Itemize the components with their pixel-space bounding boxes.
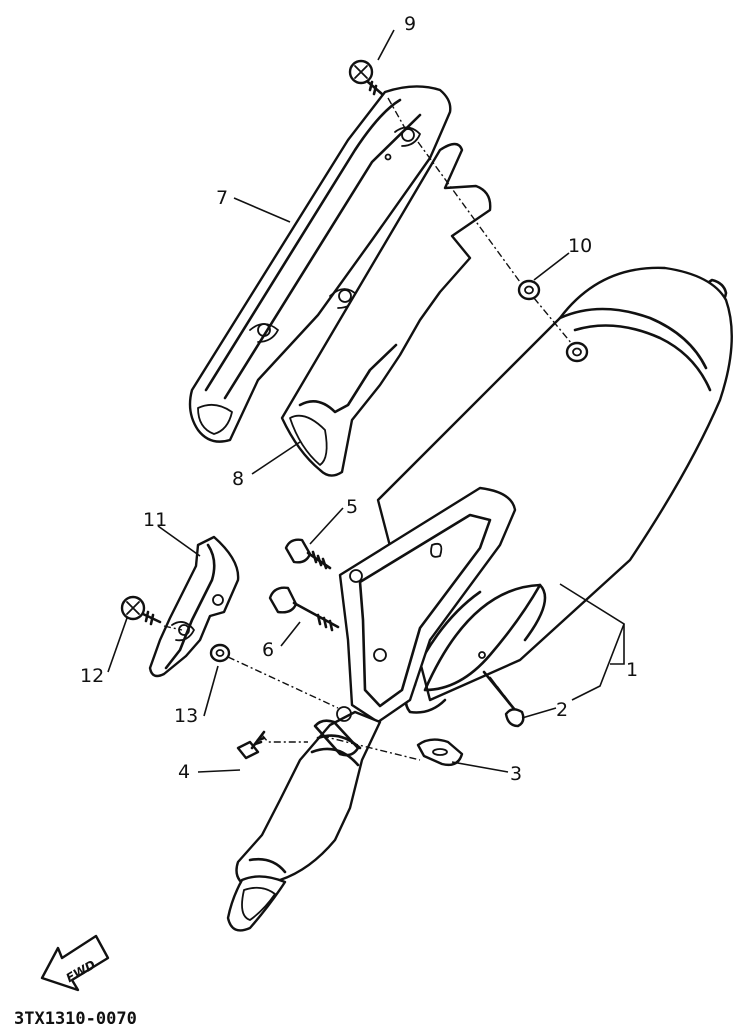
drawing-code: 3TX1310-0070 (14, 1009, 137, 1029)
callout-1: 1 (626, 659, 638, 681)
callout-10: 10 (568, 235, 592, 257)
screw-part-9 (348, 59, 384, 96)
callout-7: 7 (216, 187, 228, 209)
bolt-part-4 (236, 730, 266, 760)
bolt-part-6 (268, 586, 340, 632)
callout-13: 13 (174, 705, 198, 727)
callout-labels: 9 7 10 8 11 5 6 12 1 13 2 4 3 (80, 13, 638, 785)
callout-9: 9 (404, 13, 416, 35)
callout-2: 2 (556, 699, 568, 721)
screw-part-2 (482, 670, 525, 728)
screw-part-12 (120, 595, 162, 626)
bracket-part-11 (148, 535, 240, 678)
assembly-lines (163, 97, 573, 761)
callout-4: 4 (178, 761, 190, 783)
leader-lines (107, 29, 625, 773)
gasket-part-3 (416, 738, 464, 767)
bolt-part-5 (284, 538, 332, 570)
callout-5: 5 (346, 496, 358, 518)
forward-direction-arrow: FWD (40, 934, 110, 992)
callout-11: 11 (143, 509, 167, 531)
washer-part-13 (209, 643, 231, 663)
nut-part-10 (517, 279, 589, 363)
muffler-assembly (226, 266, 733, 932)
callout-8: 8 (232, 468, 244, 490)
heat-protector-part-7 (188, 85, 452, 443)
callout-12: 12 (80, 665, 104, 687)
callout-6: 6 (262, 639, 274, 661)
heat-protector-part-8 (280, 142, 492, 477)
callout-3: 3 (510, 763, 522, 785)
